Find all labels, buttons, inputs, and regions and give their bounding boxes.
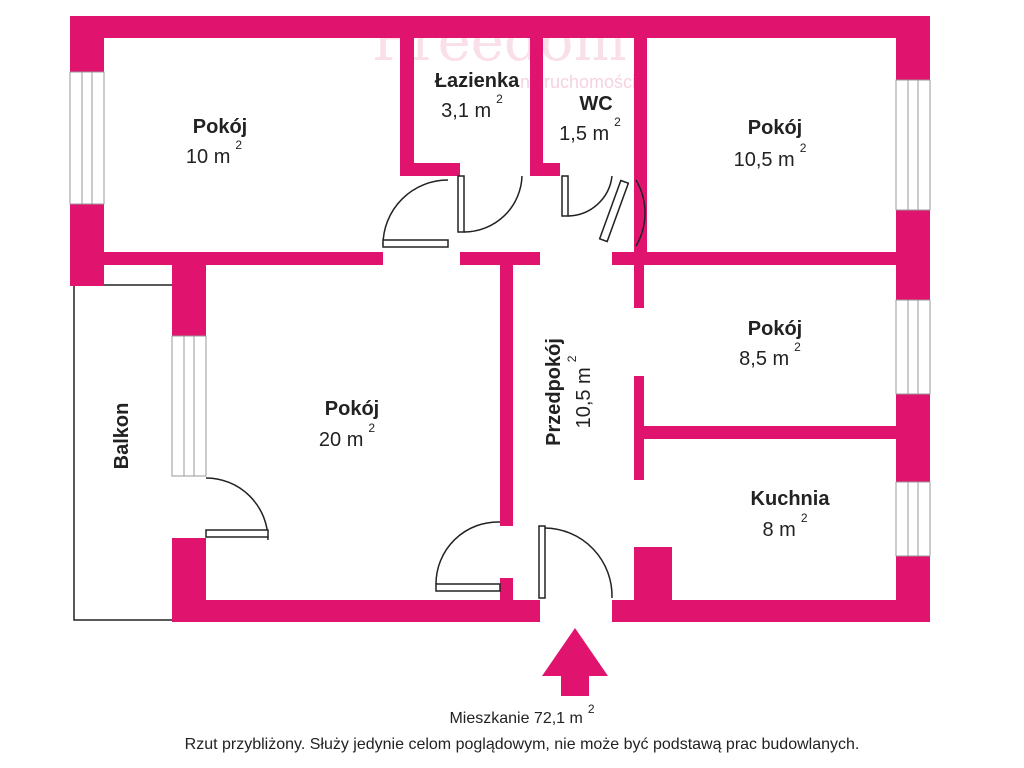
watermark-tagline: nieruchomości [520,72,636,92]
room-area-sup: 2 [800,141,807,155]
room-area-sup: 2 [496,92,503,106]
svg-text:10 m2: 10 m 2 [186,138,242,168]
total-area-sup: 2 [588,702,595,716]
room-area: 10 m [186,146,230,168]
room-area-sup: 2 [614,115,621,129]
disclaimer: Rzut przybliżony. Służy jedynie celom po… [185,736,860,753]
room-area-sup: 2 [565,355,579,362]
svg-text:8 m2: 8 m 2 [762,511,807,541]
room-area: 1,5 m [559,123,609,145]
total-area: Mieszkanie 72,1 m [449,710,582,727]
room-area: 8,5 m [739,348,789,370]
room-name: Łazienka [435,70,520,92]
svg-text:20 m2: 20 m 2 [319,421,375,451]
svg-text:3,1 m2: 3,1 m 2 [441,92,503,122]
room-name: Pokój [325,398,379,420]
room-name: Kuchnia [751,488,831,510]
windows [69,71,931,557]
room-area: 10,5 m [573,367,595,428]
entrance-arrow [542,628,608,696]
room-area-sup: 2 [235,138,242,152]
balcony-outline [73,284,172,621]
svg-text:1,5 m2: 1,5 m 2 [559,115,621,145]
room-name: Przedpokój [543,338,565,446]
doors [205,175,646,599]
room-name: Pokój [748,318,802,340]
room-area-sup: 2 [801,511,808,525]
room-name: Pokój [748,117,802,139]
room-area-sup: 2 [794,340,801,354]
svg-text:10,5 m2: 10,5 m 2 [734,141,807,171]
svg-text:10,5 m2: 10,5 m 2 [565,355,595,428]
svg-text:8,5 m2: 8,5 m 2 [739,340,801,370]
room-name: Pokój [193,116,247,138]
room-area: 10,5 m [734,149,795,171]
room-area: 20 m [319,429,363,451]
svg-text:Mieszkanie 72,1 m2: Mieszkanie 72,1 m 2 [449,702,594,727]
room-name-balcony: Balkon [111,403,133,470]
room-area: 8 m [762,519,795,541]
room-area: 3,1 m [441,100,491,122]
room-area-sup: 2 [368,421,375,435]
room-name: WC [579,93,612,115]
room-labels: Pokój 10 m 2 Łazienka 3,1 m 2 WC 1,5 m 2 Po… [186,70,830,541]
